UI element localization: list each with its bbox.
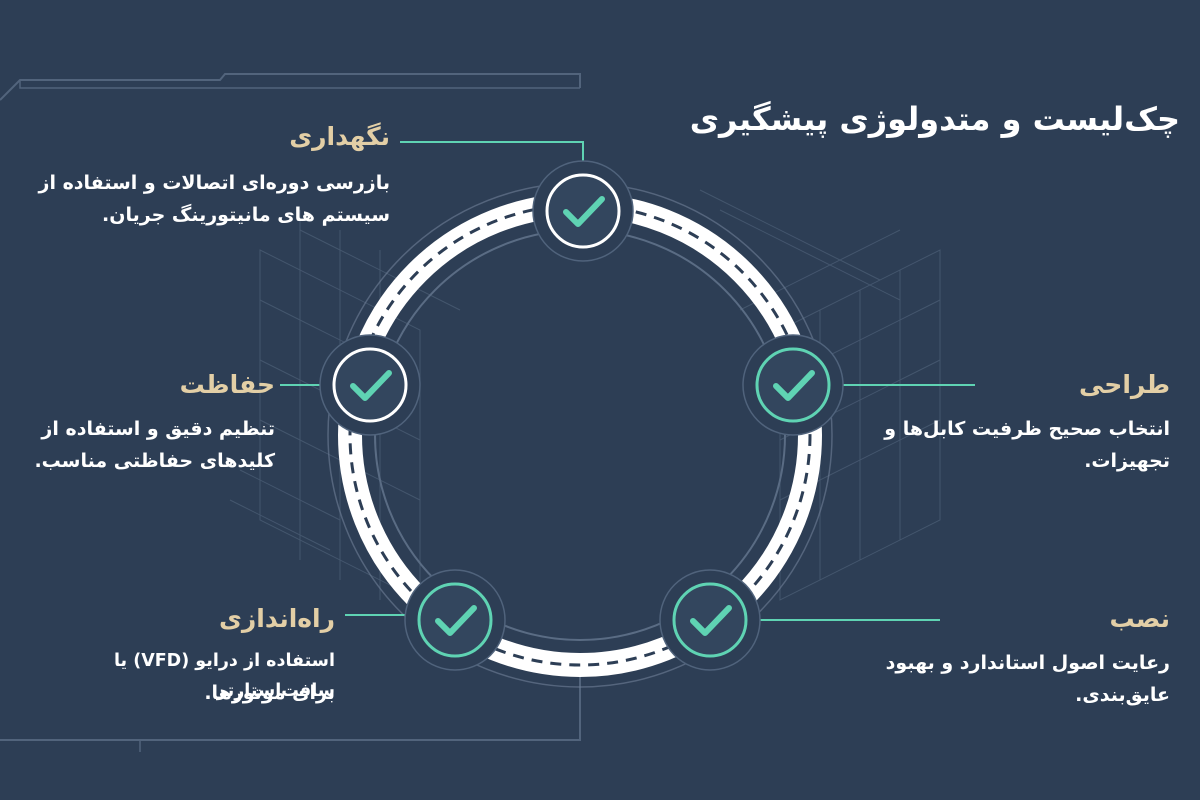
step-protection-line2: کلیدهای حفاظتی مناسب. xyxy=(34,450,275,472)
step-design-line1: انتخاب صحیح ظرفیت کابل‌ها و xyxy=(884,418,1170,440)
node-installation xyxy=(659,569,761,671)
step-commissioning-title: راه‌اندازی xyxy=(219,604,335,633)
page-title: چک‌لیست و متدولوژی پیشگیری xyxy=(689,100,1180,138)
step-commissioning-line1: استفاده از درایو (VFD) یا سافت‌استارتر xyxy=(113,651,335,701)
check-icon xyxy=(435,605,477,636)
check-icon xyxy=(563,196,605,227)
step-design-line2: تجهیزات. xyxy=(1084,450,1170,472)
check-icon xyxy=(773,370,815,401)
step-maintenance-line1: بازرسی دوره‌ای اتصالات و استفاده از xyxy=(38,172,391,194)
step-commissioning-line2: برای موتورها. xyxy=(204,682,335,704)
node-commissioning xyxy=(404,569,506,671)
node-design xyxy=(742,334,844,436)
node-protection xyxy=(319,334,421,436)
node-maintenance xyxy=(532,160,634,262)
step-maintenance-line2: سیستم های مانیتورینگ جریان. xyxy=(102,204,390,226)
step-maintenance-title: نگهداری xyxy=(289,122,390,151)
step-installation-line2: عایق‌بندی. xyxy=(1075,684,1170,706)
step-protection-title: حفاظت xyxy=(179,370,275,399)
step-installation-title: نصب xyxy=(1109,604,1171,633)
step-installation-line1: رعایت اصول استاندارد و بهبود xyxy=(885,652,1170,674)
check-icon xyxy=(350,370,392,401)
check-icon xyxy=(690,605,732,636)
step-design-title: طراحی xyxy=(1079,370,1170,399)
step-protection-line1: تنظیم دقیق و استفاده از xyxy=(41,418,275,440)
